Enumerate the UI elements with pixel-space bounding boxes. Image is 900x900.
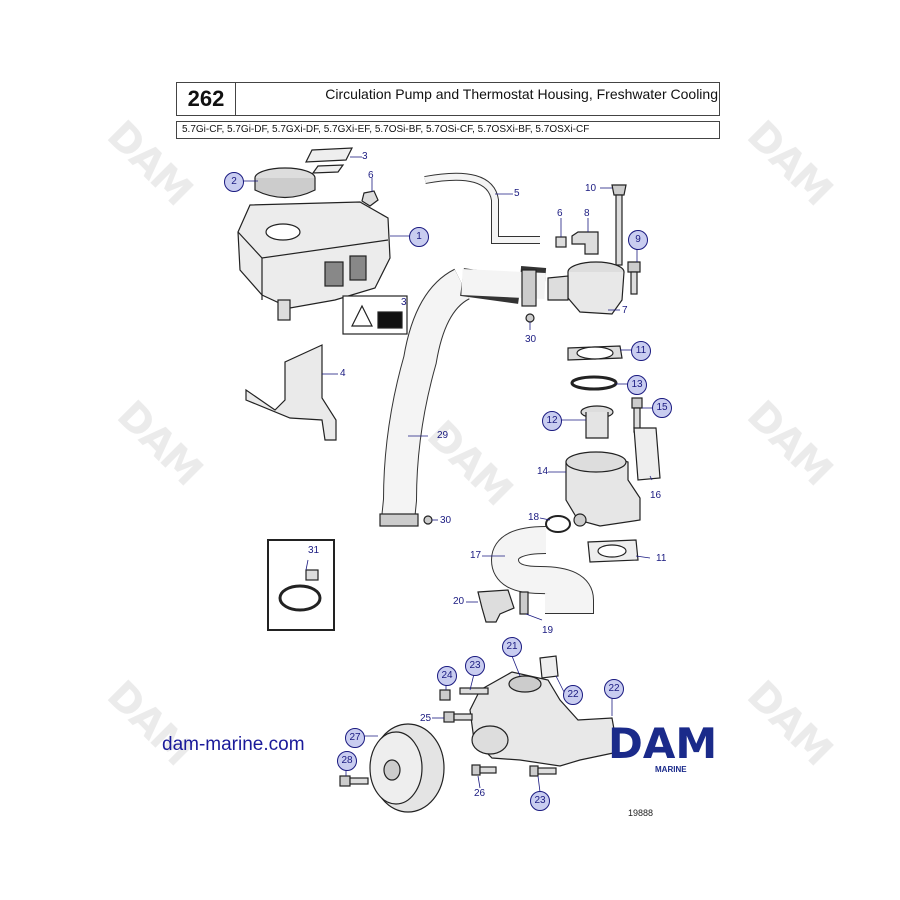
page-title: Circulation Pump and Thermostat Housing,… [325, 86, 718, 102]
callout-13: 13 [627, 375, 647, 395]
callout-23a: 23 [465, 656, 485, 676]
header-frame [176, 82, 720, 116]
callout-16: 16 [650, 490, 662, 501]
callout-11a: 11 [631, 341, 651, 361]
callout-25: 25 [420, 713, 432, 724]
callout-28: 28 [337, 751, 357, 771]
dam-logo-subtext: MARINE [655, 765, 687, 774]
filler-cap [254, 167, 316, 199]
circulation-pump [469, 655, 619, 767]
dam-logo-text: DAM [608, 722, 717, 762]
model-list: 5.7Gi-CF, 5.7Gi-DF, 5.7GXi-DF, 5.7GXi-EF… [182, 124, 590, 135]
thermostat-housing [565, 451, 641, 527]
models-frame [176, 121, 720, 139]
callout-12: 12 [542, 411, 562, 431]
page-number-box [176, 82, 236, 116]
callout-31: 31 [308, 545, 320, 556]
callout-11b: 11 [656, 553, 667, 564]
expansion-tank [237, 201, 391, 321]
website-link[interactable]: dam-marine.com [162, 734, 305, 755]
callout-29: 29 [437, 430, 449, 441]
callout-30b: 30 [440, 515, 452, 526]
callout-6b: 6 [557, 208, 563, 219]
callout-10: 10 [585, 183, 597, 194]
callout-22a: 22 [563, 685, 583, 705]
callout-17: 17 [470, 550, 482, 561]
callout-30a: 30 [525, 334, 537, 345]
callout-7: 7 [622, 305, 628, 316]
callout-15: 15 [652, 398, 672, 418]
callout-24: 24 [437, 666, 457, 686]
page-number: 262 [187, 86, 225, 111]
callout-9: 9 [628, 230, 648, 250]
callout-14: 14 [537, 466, 549, 477]
callout-3a: 3 [362, 151, 368, 162]
callout-2: 2 [224, 172, 244, 192]
callout-3b: 3 [401, 297, 407, 308]
callout-26: 26 [474, 788, 486, 799]
callout-22b: 22 [604, 679, 624, 699]
callout-8: 8 [584, 208, 590, 219]
callout-20: 20 [453, 596, 465, 607]
dam-logo: DAM [608, 722, 717, 762]
callout-6a: 6 [368, 170, 374, 181]
callout-19: 19 [542, 625, 554, 636]
drawing-number: 19888 [628, 808, 654, 818]
pulley [369, 723, 445, 813]
callout-5: 5 [514, 188, 520, 199]
callout-27: 27 [345, 728, 365, 748]
callout-1: 1 [409, 227, 429, 247]
callout-21: 21 [502, 637, 522, 657]
callout-4: 4 [340, 368, 346, 379]
callout-23b: 23 [530, 791, 550, 811]
thermostat-cover [547, 261, 625, 315]
callout-18: 18 [528, 512, 540, 523]
